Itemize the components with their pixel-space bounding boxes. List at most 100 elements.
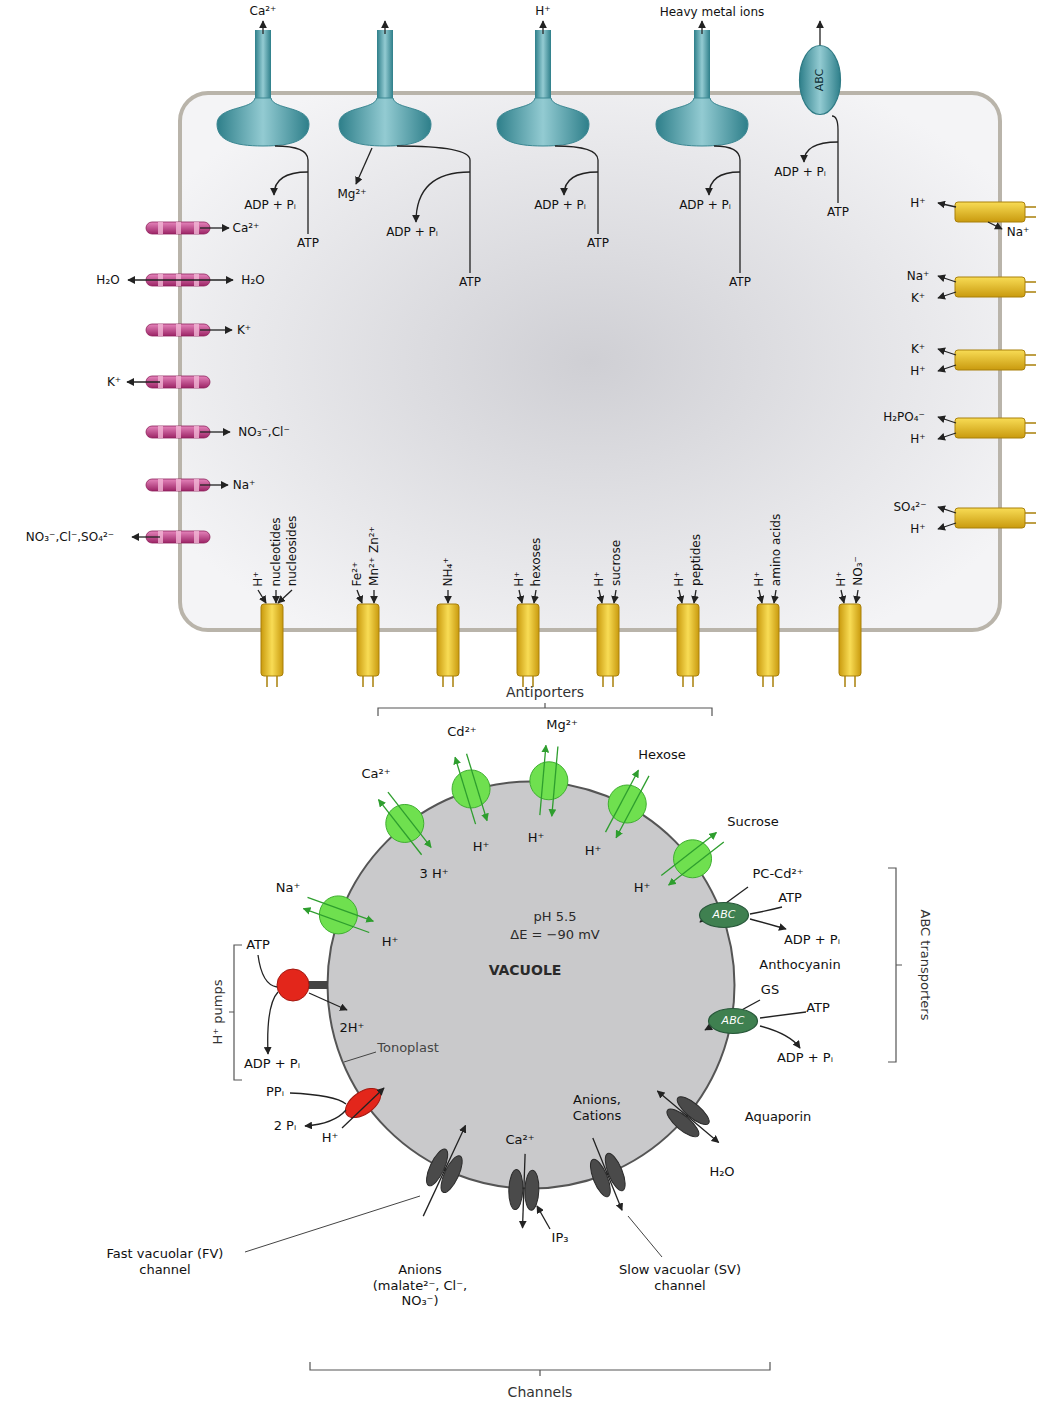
channel-segment [176, 324, 181, 336]
ion-label: H⁺ [322, 1130, 339, 1146]
channel-segment [158, 222, 163, 234]
carrier-protein [261, 604, 283, 687]
ion-label: Sucrose [727, 814, 778, 830]
carrier-protein [597, 604, 619, 687]
pump-head [656, 98, 748, 146]
antiporter [530, 762, 568, 800]
ion-label: hexoses [529, 537, 543, 586]
carrier-body [839, 604, 861, 676]
energy-label: ADP + Pᵢ [386, 225, 438, 239]
atpase-pump [339, 30, 431, 146]
ion-label: H⁺ [473, 839, 490, 855]
carrier-body [955, 277, 1025, 297]
channel-segment [176, 426, 181, 438]
flow-arrow [268, 992, 278, 1054]
channel-subunit [524, 1170, 539, 1210]
ion-label: H⁺ [910, 522, 925, 536]
energy-label: ATP [587, 236, 609, 250]
energy-label: ATP [459, 275, 481, 289]
flow-arrow [540, 745, 546, 815]
channel-name: Slow vacuolar (SV) channel [615, 1262, 745, 1293]
ion-label: H₂O [709, 1164, 734, 1180]
ion-label: amino acids [769, 514, 783, 586]
ion-label: H⁺ [834, 571, 848, 586]
carrier-body [357, 604, 379, 676]
channel-name: Aquaporin [745, 1109, 812, 1125]
ion-label: IP₃ [552, 1230, 569, 1246]
ion-label: Na⁺ [1007, 225, 1030, 239]
channel-subunit [673, 1092, 713, 1128]
flow-arrow [938, 365, 956, 371]
channel-segment [176, 376, 181, 388]
ion-label: H⁺ [634, 880, 651, 896]
ion-channel [508, 1169, 539, 1210]
flow-arrow [423, 1125, 465, 1216]
ion-label: H⁺ [528, 830, 545, 846]
flow-arrow [679, 590, 682, 603]
carrier-stub [1025, 207, 1036, 217]
flow-arrow [938, 523, 956, 529]
flow-arrow [938, 203, 956, 207]
carrier-protein [757, 604, 779, 687]
flow-arrow [832, 116, 838, 203]
flow-arrow [657, 1091, 718, 1142]
flow-arrow [599, 590, 602, 603]
channel-segment [158, 479, 163, 491]
ion-label: H₂PO₄⁻ [883, 410, 925, 424]
energy-label: ATP [246, 937, 270, 953]
flow-arrow [616, 776, 649, 838]
ion-label: Heavy metal ions [660, 5, 765, 19]
flow-arrow [614, 590, 616, 603]
carrier-body [437, 604, 459, 676]
ion-label: NO₃⁻ [851, 556, 865, 586]
flow-arrow [555, 146, 598, 234]
node-text: VACUOLE [489, 962, 562, 978]
channel-segment [158, 426, 163, 438]
channel-segment [176, 479, 181, 491]
flow-arrow [988, 222, 1002, 229]
flow-arrow [542, 21, 543, 34]
carrier-protein [955, 202, 1036, 222]
flow-arrow [303, 909, 369, 933]
flow-arrow [384, 21, 385, 34]
flow-arrow [200, 431, 230, 432]
energy-label: PPᵢ [266, 1084, 284, 1100]
ion-label: H₂O [241, 273, 264, 287]
ion-label: nucleotides [269, 517, 283, 586]
channel-subunit [663, 1105, 703, 1141]
atpase-pump [217, 30, 309, 146]
flow-arrow [709, 172, 740, 195]
flow-arrow [856, 590, 858, 603]
carrier-protein [517, 604, 539, 687]
carrier-stub [1025, 513, 1036, 523]
flow-arrow [938, 507, 956, 513]
flow-arrow [305, 1110, 346, 1126]
ion-channel [586, 1151, 629, 1199]
channel-subunit [508, 1169, 523, 1209]
carrier-body [517, 604, 539, 676]
ion-label: SO₄²⁻ [893, 500, 926, 514]
ion-label: nucleosides [285, 515, 299, 586]
abc-transporter: ABC [698, 901, 750, 929]
flow-arrow [523, 1154, 526, 1228]
ion-label: GS [761, 982, 779, 998]
ion-label: NO₃⁻,Cl⁻ [238, 425, 289, 439]
carrier-body [757, 604, 779, 676]
energy-label: ADP + Pᵢ [244, 198, 296, 212]
flow-arrow [379, 800, 422, 855]
ion-label: H⁺ [910, 432, 925, 446]
flow-arrow [275, 590, 276, 603]
carrier-stub [1025, 282, 1036, 292]
ion-label: H⁺ [512, 571, 526, 586]
channel-subunit [437, 1153, 467, 1195]
energy-label: ADP + Pᵢ [784, 932, 840, 948]
energy-label: ADP + Pᵢ [774, 165, 826, 179]
flow-arrow [447, 590, 448, 603]
flow-arrow [262, 21, 263, 34]
energy-label: ATP [806, 1000, 830, 1016]
ion-label: NH₄⁺ [441, 557, 455, 586]
flow-arrow [841, 590, 844, 603]
transporter-body [700, 903, 749, 928]
